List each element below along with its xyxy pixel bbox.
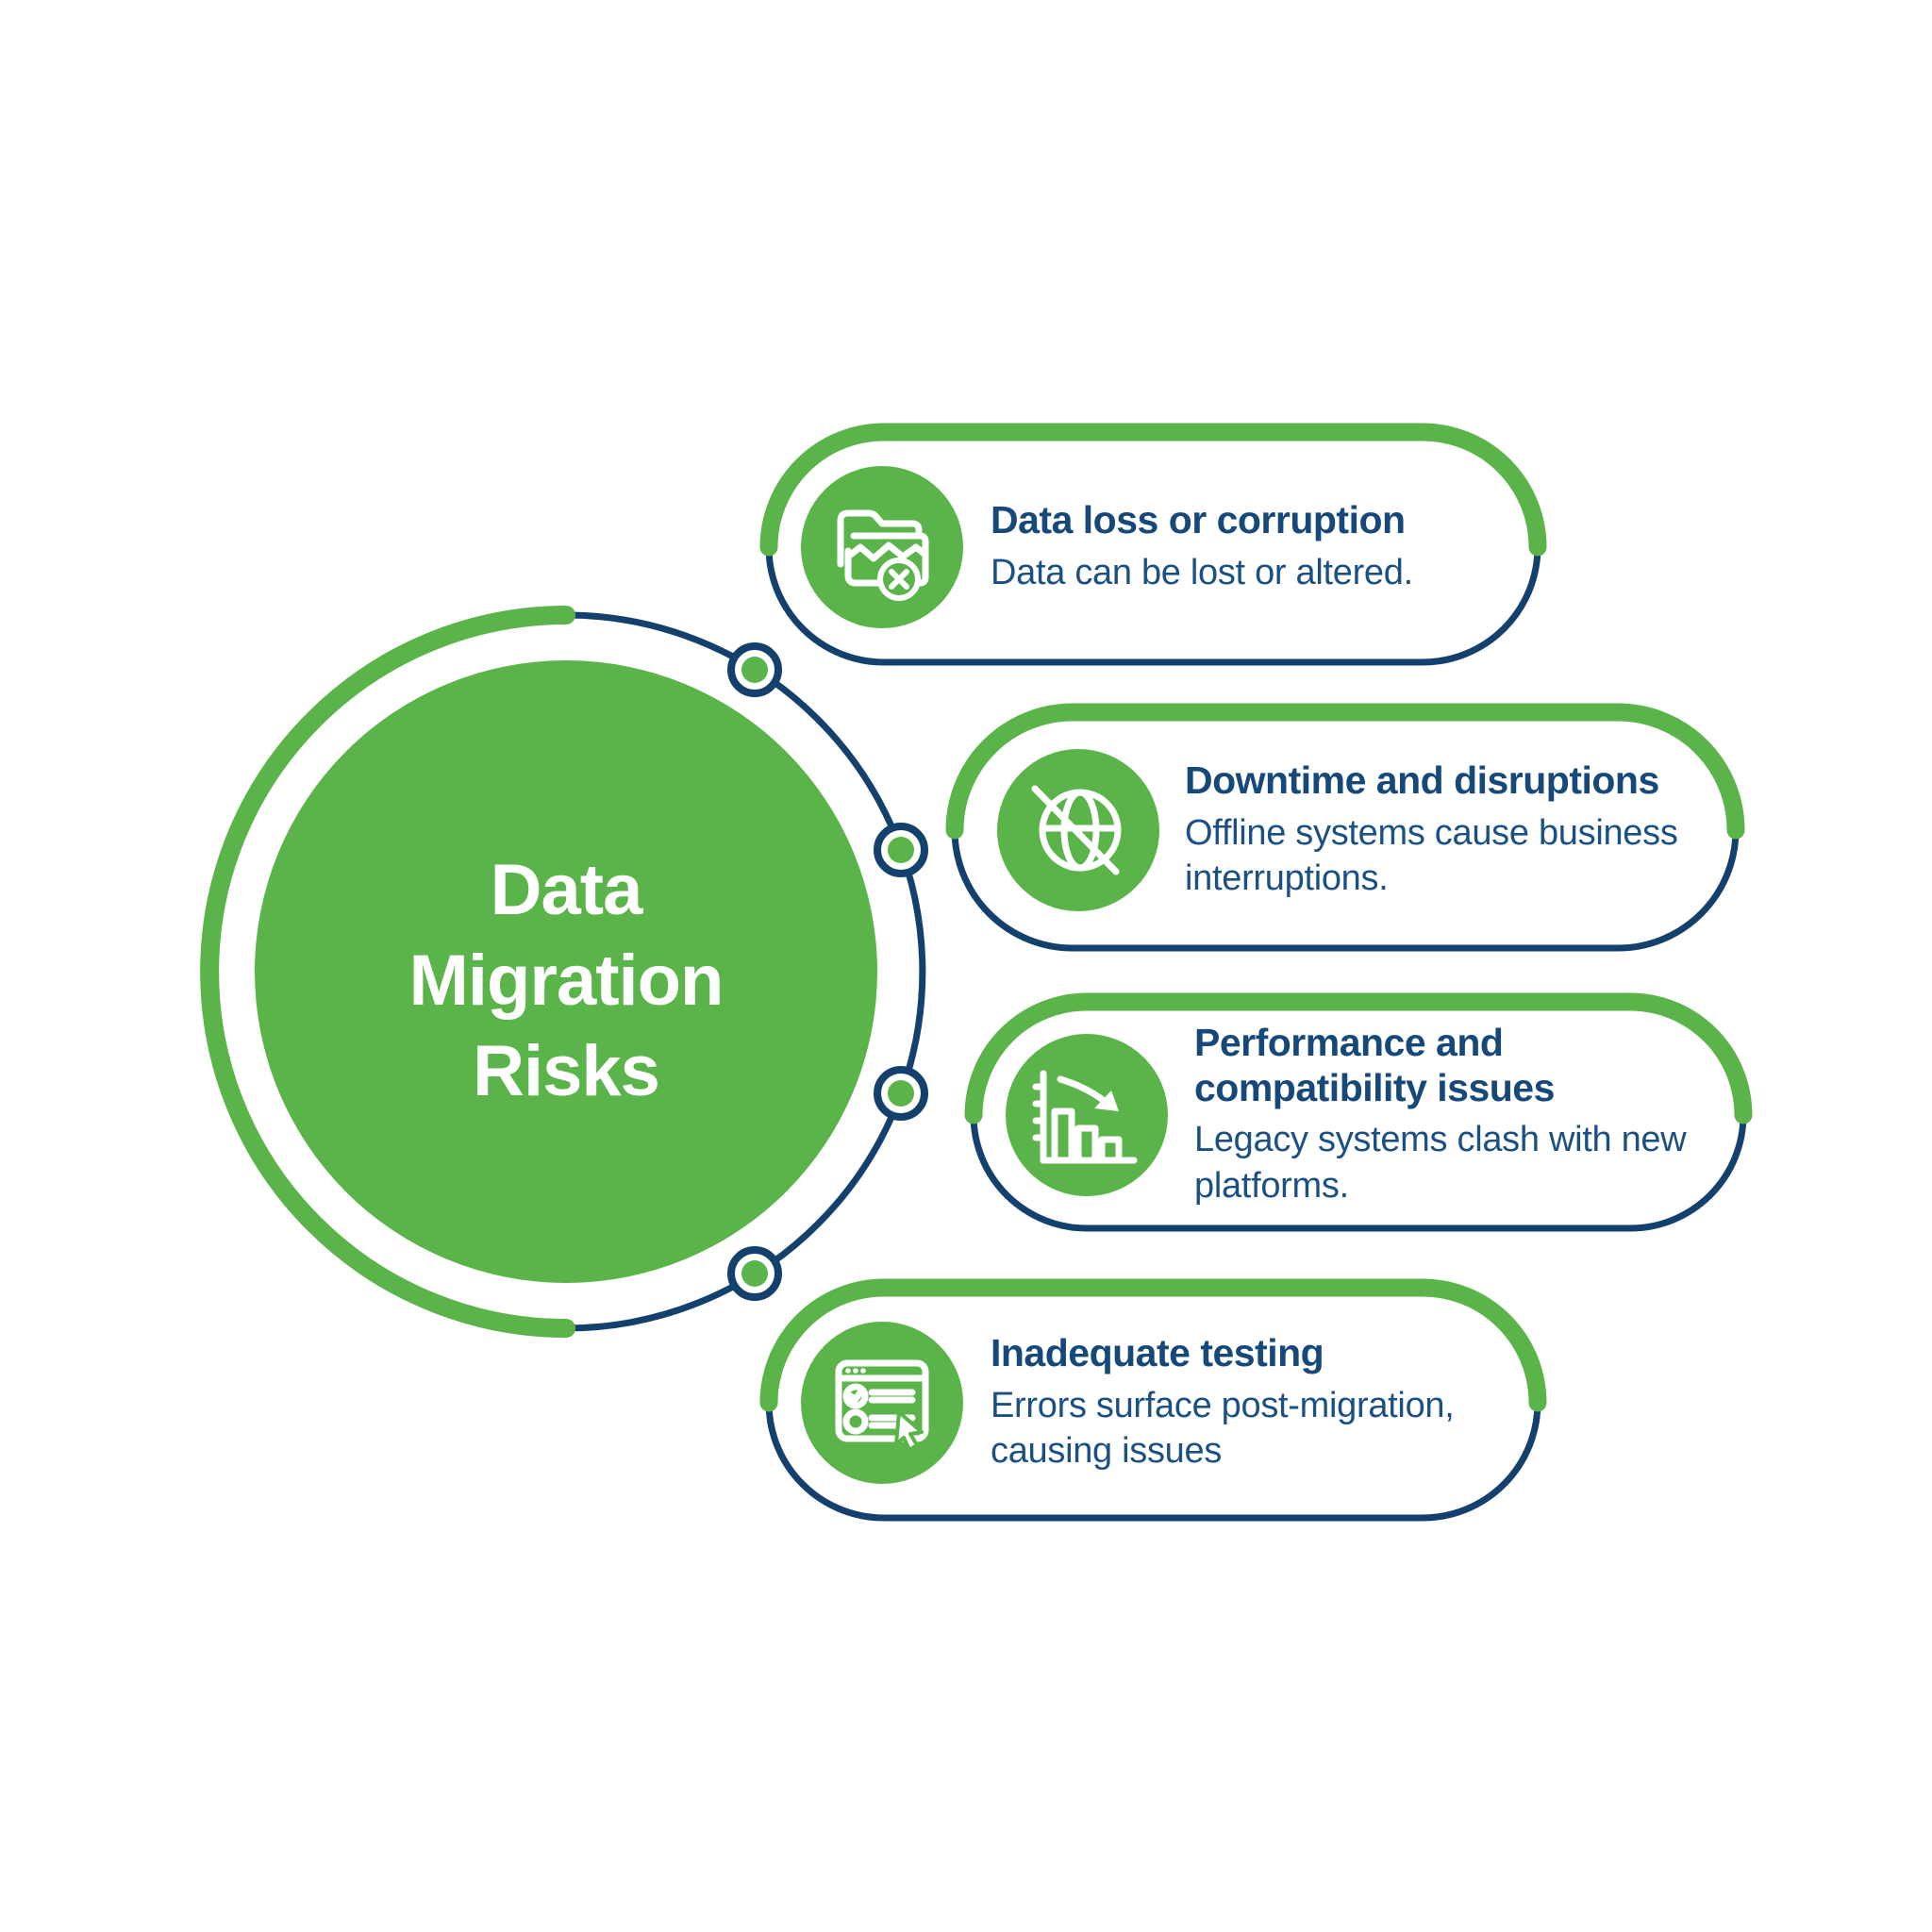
card-description: Legacy systems clash with new platforms.: [1194, 1120, 1687, 1207]
infographic-title: Data Migration Risks: [408, 850, 724, 1111]
risk-card-testing: [759, 1278, 1547, 1522]
connector-dot-4: [727, 1246, 782, 1301]
card-top-border: [759, 1278, 1547, 1412]
card-description: Offline systems cause business interrupt…: [1185, 812, 1678, 899]
card-description: Data can be lost or altered.: [991, 552, 1413, 592]
card-text-testing: Inadequate testing Errors surface post-m…: [991, 1288, 1455, 1518]
risk-card-downtime: [945, 703, 1745, 952]
card-description: Errors surface post-migration, causing i…: [991, 1385, 1455, 1472]
testing-browser-checklist-icon: [801, 1322, 963, 1484]
card-title: Performance and compatibility issues: [1194, 1021, 1555, 1109]
card-text-data-loss: Data loss or corruption Data can be lost…: [991, 432, 1413, 662]
risk-card-performance: [964, 992, 1753, 1232]
card-title: Downtime and disruptions: [1185, 758, 1659, 803]
card-title: Inadequate testing: [991, 1331, 1324, 1375]
ring-arc-green: [200, 606, 575, 1338]
card-text-performance: Performance and compatibility issues Leg…: [1194, 1002, 1687, 1228]
connector-dot-3: [874, 1066, 928, 1121]
risk-card-data-loss: [759, 423, 1547, 666]
downtime-globe-slash-icon: [997, 749, 1159, 911]
connector-dot-1: [727, 642, 782, 697]
card-top-border: [759, 423, 1547, 557]
card-title: Data loss or corruption: [991, 498, 1406, 542]
card-top-border: [964, 992, 1753, 1124]
connector-dot-2: [874, 823, 928, 877]
performance-declining-chart-icon: [1006, 1034, 1168, 1196]
data-loss-folder-x-icon: [801, 466, 963, 628]
card-text-downtime: Downtime and disruptions Offline systems…: [1185, 712, 1678, 948]
card-top-border: [945, 703, 1745, 840]
main-circle: [255, 660, 877, 1283]
